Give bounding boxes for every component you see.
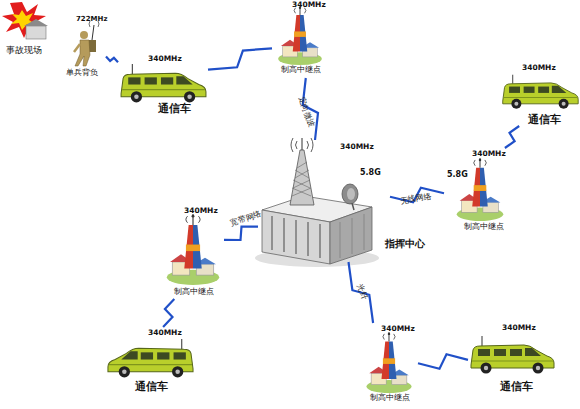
node-label: 通信车 xyxy=(500,380,533,392)
wireless-link xyxy=(224,227,258,240)
vehicle-icon xyxy=(471,336,554,374)
link-label: 光纤 xyxy=(355,283,368,301)
wireless-link xyxy=(418,354,468,369)
node-label: 通信车 xyxy=(528,113,561,125)
vehicle-node: 340MHz 通信车 xyxy=(468,322,558,392)
relay-node: 340MHz 5.8G 制高中继点 xyxy=(444,148,510,234)
vehicle-icon xyxy=(503,75,578,109)
link-label: 宽带网络 xyxy=(230,210,263,227)
node-label: 指挥中心 xyxy=(385,238,425,250)
node-label: 制高中继点 xyxy=(174,287,214,296)
relay-tower-icon xyxy=(278,6,322,65)
node-label: 单兵背负 xyxy=(66,68,98,77)
node-label: 制高中继点 xyxy=(464,222,504,231)
wireless-link xyxy=(208,48,272,69)
node-label: 340MHz xyxy=(502,324,536,333)
node-label: 340MHz xyxy=(340,143,374,152)
node-label: 340MHz xyxy=(148,55,182,64)
accident-icon xyxy=(2,2,48,39)
accident-scene: 事故现场 xyxy=(0,0,56,60)
node-label: 722MHz xyxy=(76,15,108,23)
command-center: 340MHz5.8G指挥中心 xyxy=(258,140,390,262)
relay-node: 340MHz 制高中继点 xyxy=(162,205,224,299)
wireless-link xyxy=(106,56,118,62)
vehicle-node: 340MHz 通信车 xyxy=(118,53,208,116)
wireless-link xyxy=(505,126,519,148)
node-label: 通信车 xyxy=(158,102,191,114)
node-label: 340MHz xyxy=(522,64,556,73)
node-label: 事故现场 xyxy=(6,45,42,55)
wireless-link xyxy=(349,262,374,323)
soldier-icon xyxy=(74,21,99,66)
vehicle-node: 340MHz 通信车 xyxy=(103,327,197,393)
wireless-link xyxy=(163,299,174,327)
node-label: 340MHz xyxy=(381,325,415,334)
relay-tower-icon xyxy=(167,214,219,285)
node-label: 340MHz xyxy=(148,329,182,338)
node-label: 制高中继点 xyxy=(281,65,321,74)
node-label: 5.8G xyxy=(447,170,468,179)
link-label: 无线网络 xyxy=(400,192,433,205)
relay-tower-icon xyxy=(457,158,504,221)
relay-node: 340MHz 制高中继点 xyxy=(272,0,328,78)
node-label: 5.8G xyxy=(360,168,381,177)
node-label: 制高中继点 xyxy=(370,393,410,402)
relay-tower-icon xyxy=(366,332,411,393)
command-center-icon xyxy=(255,138,379,267)
node-label: 340MHz xyxy=(292,1,326,10)
node-label: 340MHz xyxy=(184,207,218,216)
soldier-unit: 722MHz 单兵背负 xyxy=(64,12,106,80)
vehicle-icon xyxy=(108,339,193,377)
link-label: 定向微波 xyxy=(297,96,315,129)
node-label: 通信车 xyxy=(135,380,168,392)
vehicle-node: 340MHz 通信车 xyxy=(500,62,580,126)
vehicle-icon xyxy=(121,64,206,102)
relay-node: 340MHz 制高中继点 xyxy=(362,323,418,407)
node-label: 340MHz xyxy=(472,150,506,159)
